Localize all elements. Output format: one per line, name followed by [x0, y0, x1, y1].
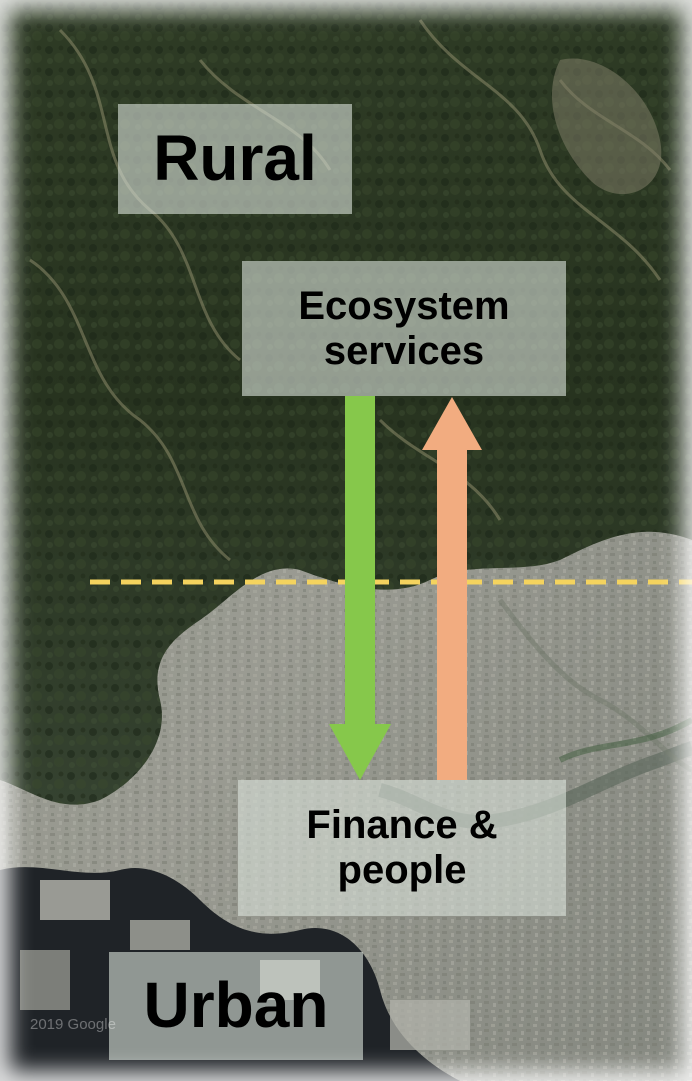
rural-label-box: Rural	[118, 104, 352, 214]
ecosystem-services-box: Ecosystem services	[242, 261, 566, 396]
urban-label: Urban	[143, 969, 329, 1042]
finance-people-line1: Finance &	[306, 803, 498, 848]
map-watermark: 2019 Google	[30, 1016, 116, 1033]
rural-label: Rural	[153, 122, 317, 195]
urban-label-box: Urban	[109, 952, 363, 1060]
orange-up-arrow	[422, 397, 482, 780]
green-down-arrow	[329, 396, 391, 780]
ecosystem-services-line1: Ecosystem	[298, 283, 510, 328]
finance-people-box: Finance & people	[238, 780, 566, 916]
ecosystem-services-line2: services	[323, 328, 485, 373]
finance-people-line2: people	[337, 848, 467, 892]
